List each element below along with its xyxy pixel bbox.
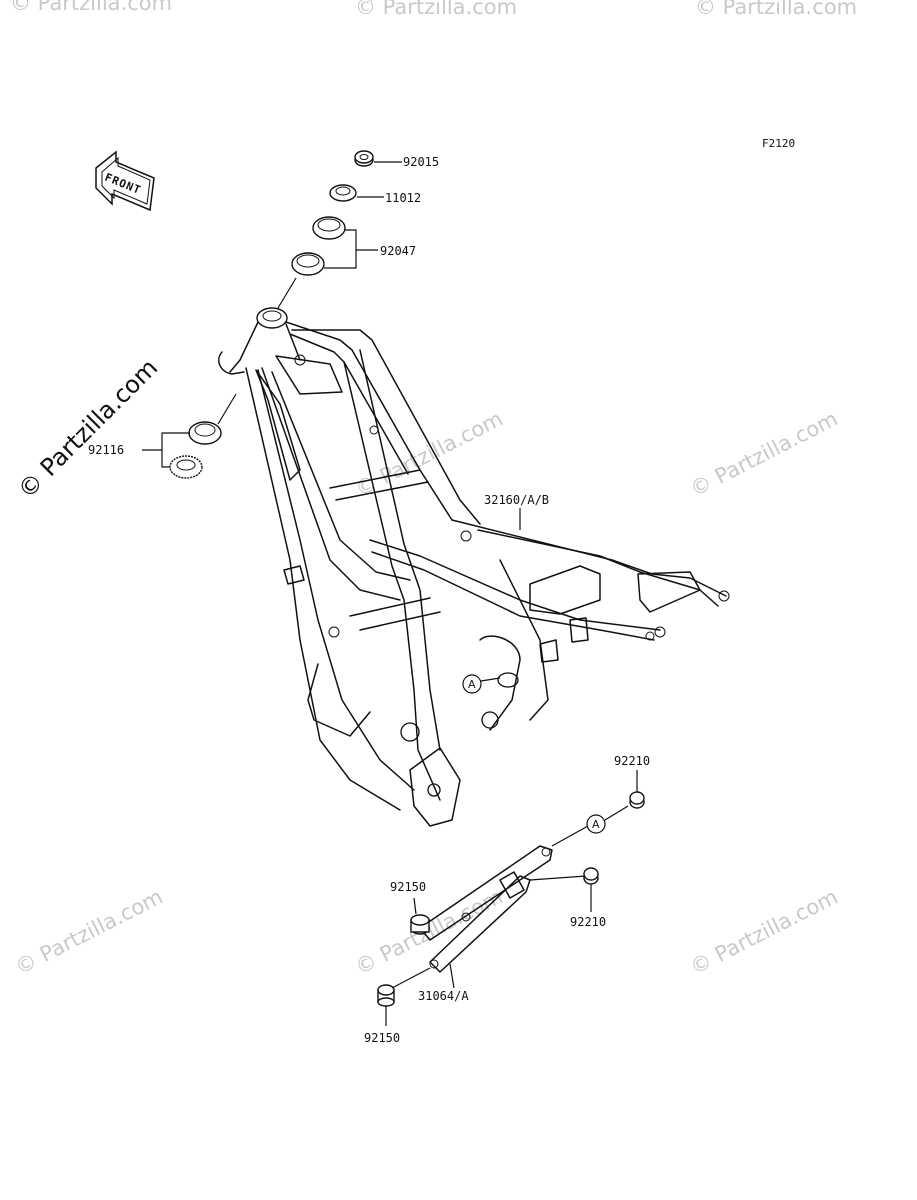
watermark-logo-text: © Partzilla.com [12,353,163,504]
frame-drawing [218,307,730,827]
part-label-11012: 11012 [385,191,421,205]
part-31064-bracket [419,825,589,989]
reference-label-bracket: A [592,818,600,831]
part-label-92150-bottom: 92150 [364,1031,400,1045]
part-92150-bolt-top [410,897,430,935]
part-92047-bearings [291,216,378,276]
part-label-32160: 32160/A/B [484,493,549,507]
part-label-92150-top: 92150 [390,880,426,894]
diagram-code: F2120 [762,137,795,150]
part-label-31064: 31064/A [418,989,469,1003]
watermark-text: © Partzilla.com [355,0,517,19]
watermark-text: © Partzilla.com [351,406,506,501]
watermark-text: © Partzilla.com [10,0,172,15]
watermark-text: © Partzilla.com [695,0,857,19]
part-92210-nut-top [629,770,645,809]
part-label-92015: 92015 [403,155,439,169]
reference-mark-bracket [586,805,629,834]
watermarks: © Partzilla.com © Partzilla.com © Partzi… [10,0,857,979]
watermark-text: © Partzilla.com [686,406,841,501]
part-label-92210-top: 92210 [614,754,650,768]
part-92116-races [142,393,237,479]
reference-mark-frame [462,674,501,694]
part-label-92210-bottom: 92210 [570,915,606,929]
watermark-text: © Partzilla.com [686,884,841,979]
part-11012-washer [329,184,384,202]
part-label-92116: 92116 [88,443,124,457]
watermark-text: © Partzilla.com [11,884,166,979]
part-label-92047: 92047 [380,244,416,258]
part-92015-nut [354,150,402,167]
front-arrow-icon: FRONT [95,150,155,212]
part-92150-bolt-bottom [377,967,431,1026]
part-92210-nut-bottom [583,867,599,912]
reference-label-frame: A [468,678,476,691]
